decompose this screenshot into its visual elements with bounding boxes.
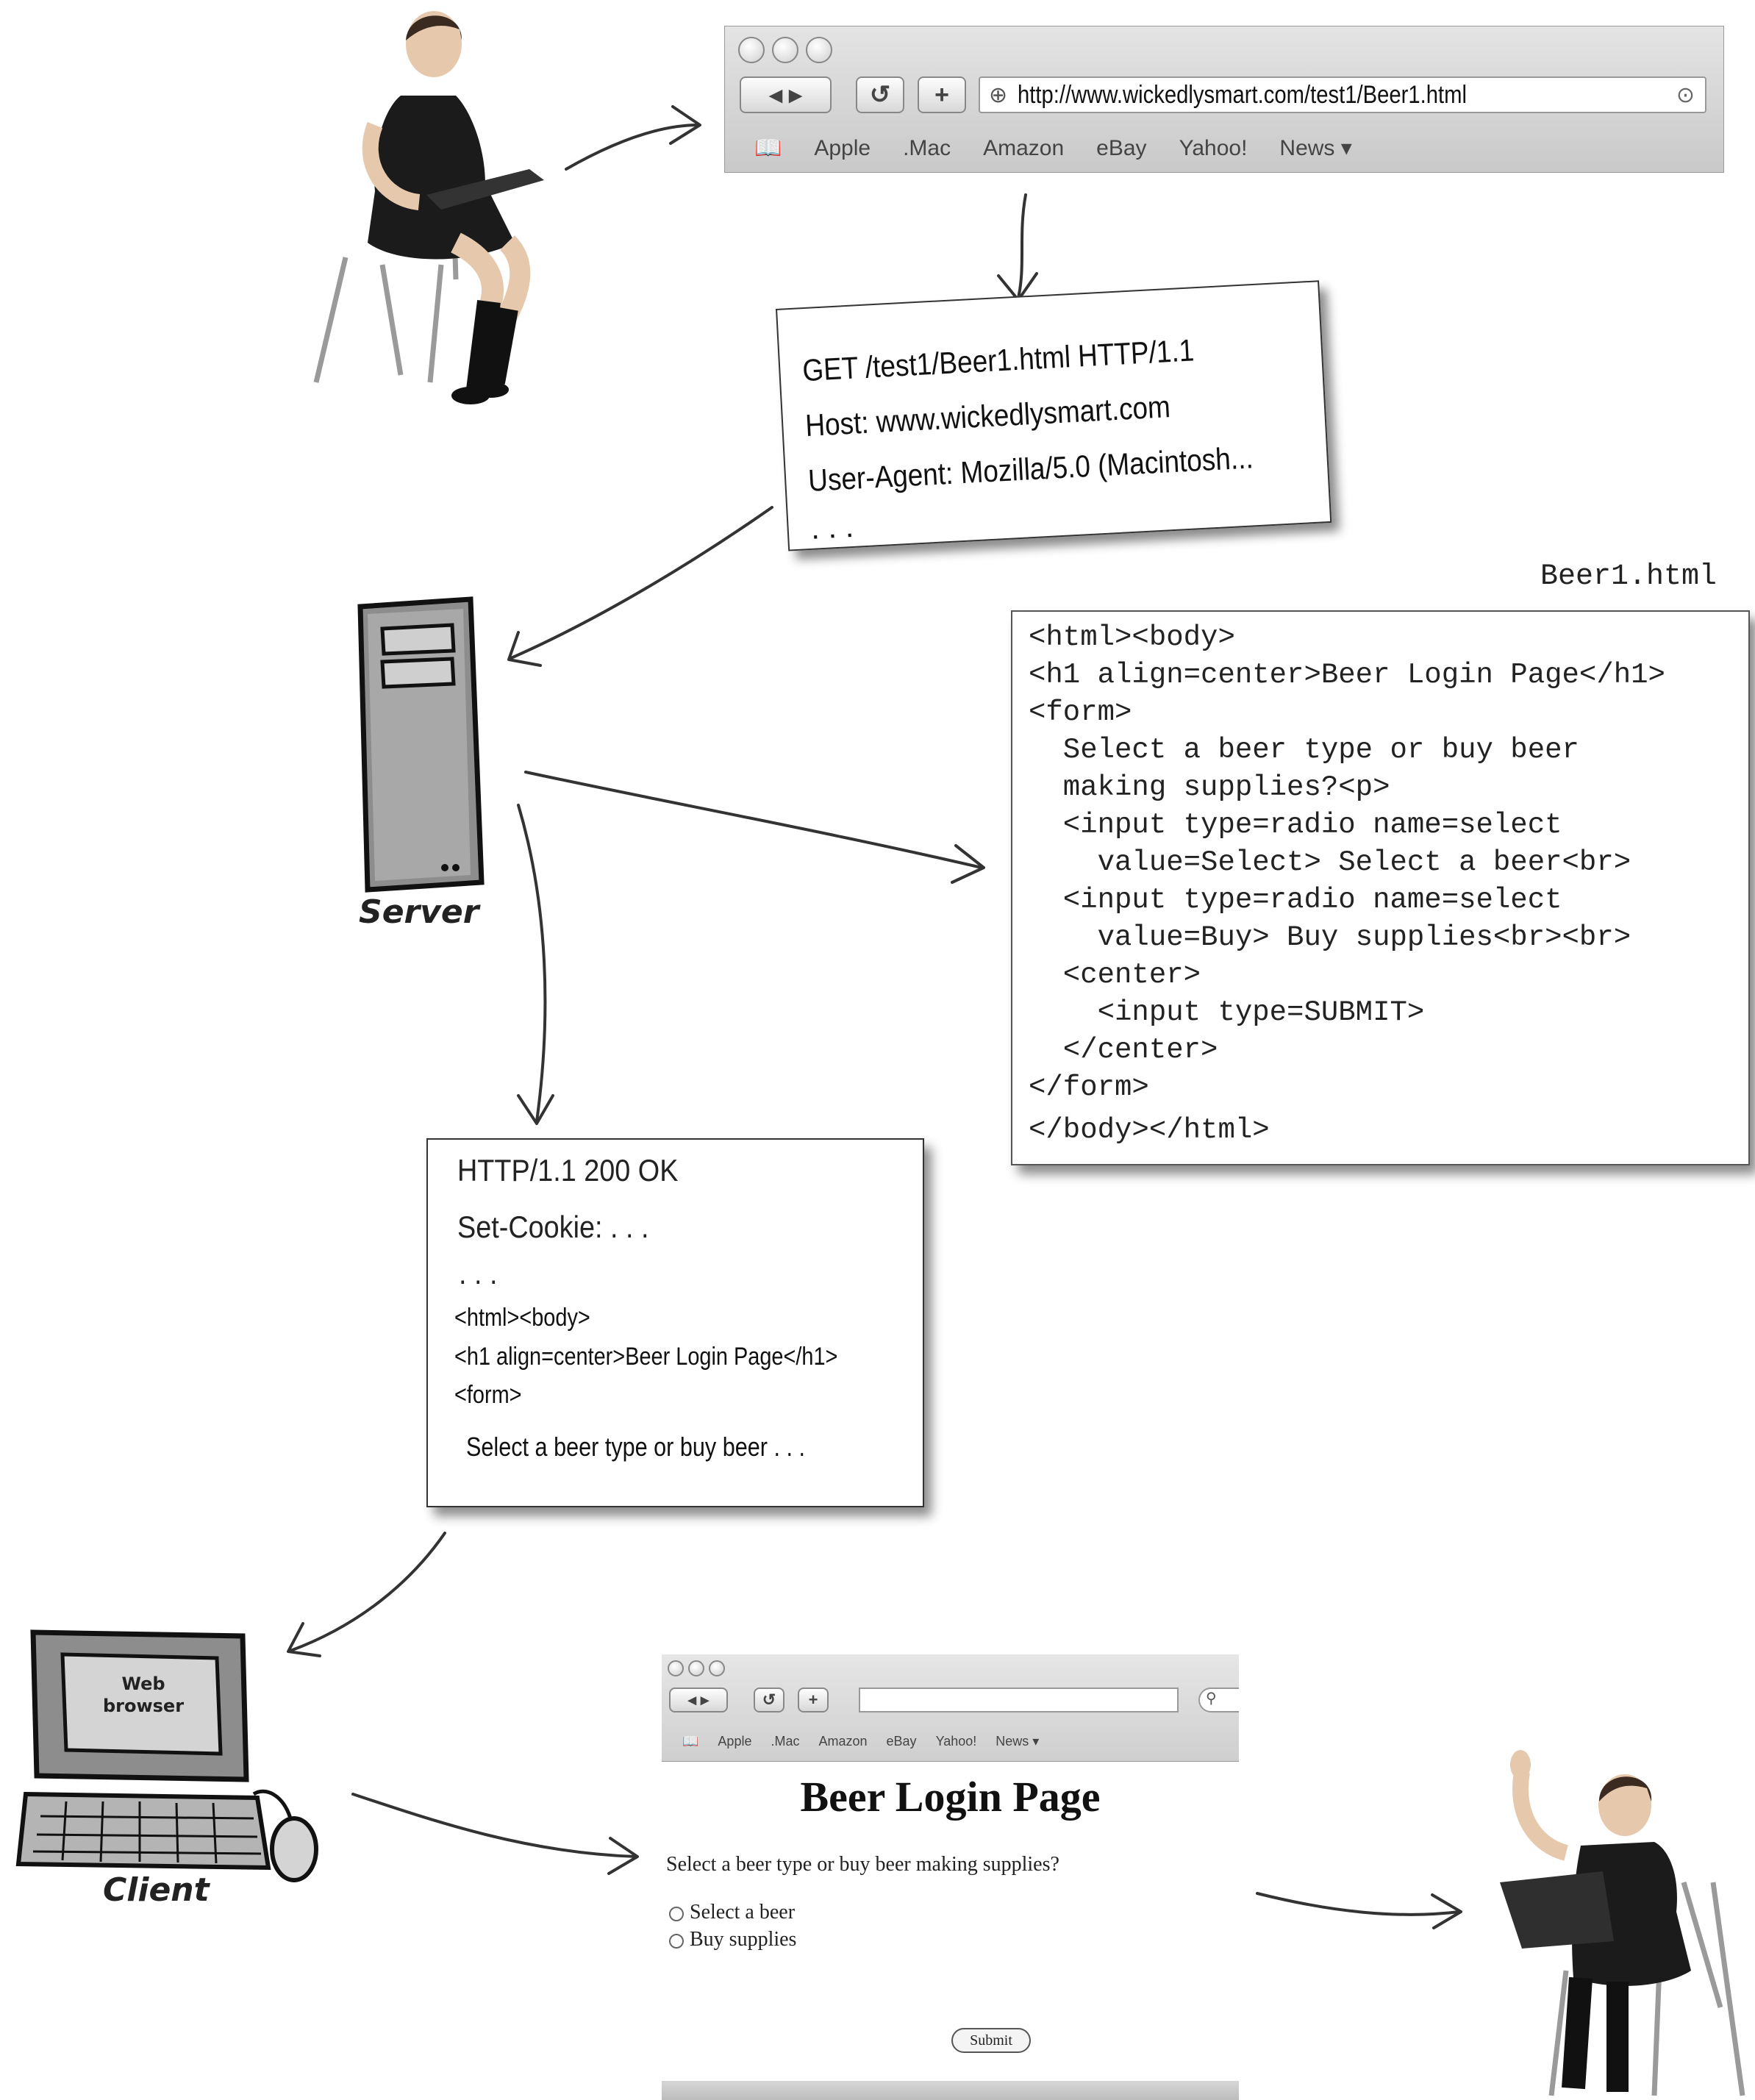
address-bar[interactable] bbox=[859, 1688, 1179, 1713]
response-cookie: Set-Cookie: . . . bbox=[457, 1210, 649, 1244]
code-line: <input type=radio name=select bbox=[1029, 884, 1562, 916]
server-icon bbox=[357, 596, 485, 893]
reload-button[interactable]: ↺ bbox=[754, 1688, 784, 1713]
beer1-html-file-card: <html><body> <h1 align=center>Beer Login… bbox=[1011, 610, 1750, 1165]
reload-button[interactable]: ↺ bbox=[856, 76, 904, 113]
minimize-window-button[interactable] bbox=[688, 1660, 704, 1676]
arrow-request-to-server bbox=[510, 506, 773, 660]
arrow-server-to-response bbox=[517, 804, 547, 1123]
arrow-browser-to-user bbox=[1256, 1892, 1461, 1916]
add-bookmark-button[interactable]: + bbox=[918, 76, 966, 113]
file-name-label: Beer1.html bbox=[1540, 560, 1718, 593]
back-forward-button[interactable]: ◂ ▸ bbox=[740, 76, 832, 113]
bookmark-mac[interactable]: .Mac bbox=[771, 1734, 800, 1749]
client-screen-text: Web browser bbox=[92, 1673, 195, 1717]
server-label: Server bbox=[359, 893, 479, 931]
bookmark-news[interactable]: News ▾ bbox=[1279, 136, 1352, 160]
radio-label: Buy supplies bbox=[690, 1928, 797, 1951]
code-line: Select a beer type or buy beer bbox=[1029, 734, 1579, 766]
client-screen-line-1: Web bbox=[121, 1674, 165, 1694]
search-field[interactable]: ⚲ bbox=[1198, 1688, 1239, 1713]
code-line: <input type=SUBMIT> bbox=[1029, 996, 1425, 1029]
bottom-browser-window: ◂ ▸ ↺ + ⚲ 📖 Apple .Mac Amazon eBay Yahoo… bbox=[662, 1654, 1239, 2100]
close-window-button[interactable] bbox=[738, 37, 765, 63]
response-html-line: <html><body> bbox=[454, 1304, 590, 1332]
bookmark-amazon[interactable]: Amazon bbox=[983, 135, 1065, 160]
response-status: HTTP/1.1 200 OK bbox=[457, 1153, 679, 1188]
arrow-server-to-file bbox=[524, 771, 983, 869]
minimize-window-button[interactable] bbox=[772, 37, 798, 63]
bookmark-yahoo[interactable]: Yahoo! bbox=[935, 1734, 977, 1749]
bookmark-yahoo[interactable]: Yahoo! bbox=[1179, 135, 1248, 160]
request-ellipsis: . . . bbox=[809, 508, 855, 546]
client-screen-line-2: browser bbox=[102, 1696, 185, 1716]
bookmarks-book-icon[interactable]: 📖 bbox=[754, 136, 782, 160]
page-heading: Beer Login Page bbox=[800, 1773, 1101, 1821]
code-line: <input type=radio name=select bbox=[1029, 809, 1562, 841]
go-icon[interactable]: ⊙ bbox=[1676, 82, 1695, 107]
add-bookmark-button[interactable]: + bbox=[798, 1688, 829, 1713]
bookmarks-bar: 📖 Apple .Mac Amazon eBay Yahoo! News ▾ bbox=[682, 1734, 1039, 1749]
radio-button[interactable] bbox=[669, 1933, 684, 1949]
status-bar bbox=[662, 2081, 1239, 2100]
client-computer-icon bbox=[15, 1629, 318, 1882]
bookmarks-bar: 📖 Apple .Mac Amazon eBay Yahoo! News ▾ bbox=[754, 135, 1352, 161]
arrow-response-to-client bbox=[289, 1532, 446, 1652]
submit-button[interactable]: Submit bbox=[951, 2028, 1031, 2053]
request-line: GET /test1/Beer1.html HTTP/1.1 bbox=[801, 332, 1195, 388]
request-user-agent: User-Agent: Mozilla/5.0 (Macintosh... bbox=[807, 440, 1254, 498]
bottom-browser-toolbar: ◂ ▸ ↺ + ⚲ 📖 Apple .Mac Amazon eBay Yahoo… bbox=[662, 1654, 1239, 1762]
address-bar[interactable]: ⊕ http://www.wickedlysmart.com/test1/Bee… bbox=[979, 76, 1706, 113]
submit-label: Submit bbox=[970, 2032, 1012, 2049]
url-text: http://www.wickedlysmart.com/test1/Beer1… bbox=[1018, 80, 1468, 109]
code-line: making supplies?<p> bbox=[1029, 771, 1390, 804]
bookmarks-book-icon[interactable]: 📖 bbox=[682, 1734, 699, 1749]
bookmark-amazon[interactable]: Amazon bbox=[818, 1734, 868, 1749]
bookmark-apple[interactable]: Apple bbox=[718, 1734, 752, 1749]
code-line: <html><body> bbox=[1029, 621, 1235, 654]
response-select-line: Select a beer type or buy beer . . . bbox=[466, 1432, 805, 1462]
back-forward-button[interactable]: ◂ ▸ bbox=[669, 1688, 728, 1713]
zoom-window-button[interactable] bbox=[806, 37, 832, 63]
request-host: Host: www.wickedlysmart.com bbox=[804, 389, 1171, 443]
radio-option-select[interactable]: Select a beer bbox=[669, 1901, 795, 1924]
bookmark-apple[interactable]: Apple bbox=[814, 135, 871, 160]
response-ellipsis: . . . bbox=[459, 1256, 498, 1290]
http-request-card: GET /test1/Beer1.html HTTP/1.1 Host: www… bbox=[776, 280, 1332, 551]
code-line: </body></html> bbox=[1029, 1114, 1270, 1146]
bookmark-mac[interactable]: .Mac bbox=[903, 135, 951, 160]
arrow-browser-to-request bbox=[1017, 193, 1027, 299]
radio-button[interactable] bbox=[669, 1906, 684, 1921]
http-response-card: HTTP/1.1 200 OK Set-Cookie: . . . . . . … bbox=[426, 1138, 924, 1507]
radio-option-buy[interactable]: Buy supplies bbox=[669, 1928, 796, 1951]
arrow-client-to-browser bbox=[351, 1793, 637, 1858]
top-browser-window: ◂ ▸ ↺ + ⊕ http://www.wickedlysmart.com/t… bbox=[724, 26, 1724, 173]
search-icon: ⚲ bbox=[1206, 1690, 1217, 1707]
code-line: </center> bbox=[1029, 1034, 1218, 1066]
code-line: <h1 align=center>Beer Login Page</h1> bbox=[1029, 659, 1665, 691]
globe-icon: ⊕ bbox=[989, 82, 1008, 107]
page-question: Select a beer type or buy beer making su… bbox=[666, 1853, 1059, 1876]
user-sitting-figure bbox=[313, 11, 544, 404]
bookmark-news[interactable]: News ▾ bbox=[996, 1734, 1040, 1749]
close-window-button[interactable] bbox=[668, 1660, 684, 1676]
bookmark-ebay[interactable]: eBay bbox=[886, 1734, 917, 1749]
bookmark-ebay[interactable]: eBay bbox=[1096, 135, 1147, 160]
code-line: </form> bbox=[1029, 1071, 1149, 1104]
zoom-window-button[interactable] bbox=[709, 1660, 725, 1676]
arrow-user-to-browser bbox=[565, 124, 700, 171]
code-line: value=Buy> Buy supplies<br><br> bbox=[1029, 921, 1631, 954]
code-line: <center> bbox=[1029, 959, 1201, 991]
response-html-line: <h1 align=center>Beer Login Page</h1> bbox=[454, 1343, 838, 1371]
code-line: value=Select> Select a beer<br> bbox=[1029, 846, 1631, 879]
code-line: <form> bbox=[1029, 696, 1132, 729]
response-html-line: <form> bbox=[454, 1381, 522, 1409]
happy-user-figure bbox=[1500, 1750, 1745, 2096]
client-label: Client bbox=[103, 1871, 210, 1909]
radio-label: Select a beer bbox=[690, 1901, 796, 1924]
